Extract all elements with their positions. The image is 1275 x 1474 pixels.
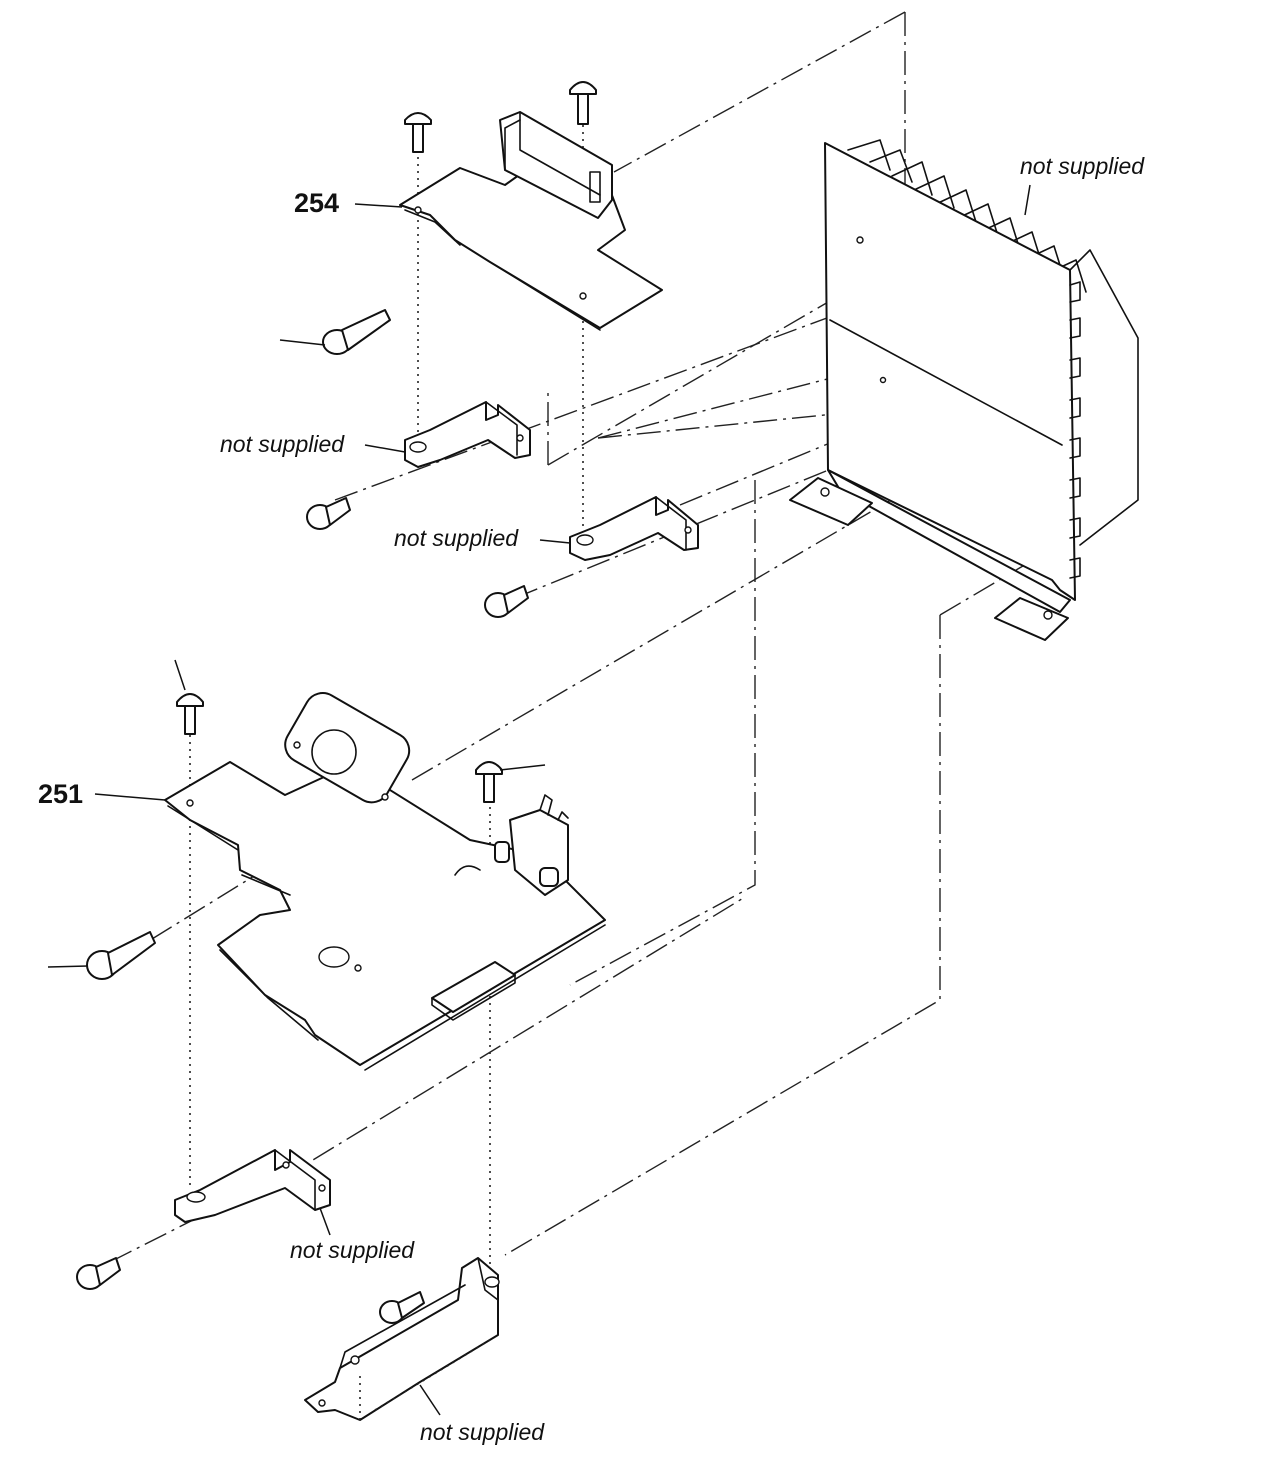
- bracket-upper-left: [404, 401, 531, 468]
- note-bracket-upper-mid: not supplied: [394, 525, 519, 551]
- screw-icon: [76, 1257, 121, 1290]
- heatsink-chassis: [789, 139, 1139, 641]
- board-254: [399, 111, 663, 331]
- screw-icon: [176, 693, 204, 735]
- screw-icon: [404, 112, 432, 153]
- bracket-bottom: [304, 1257, 500, 1421]
- bracket-upper-mid: [569, 496, 699, 561]
- screws-lower: [86, 693, 503, 980]
- note-bracket-upper-left: not supplied: [220, 431, 345, 457]
- screws-upper: [322, 81, 597, 355]
- note-bracket-bottom: not supplied: [420, 1419, 545, 1445]
- screw-icon: [306, 497, 351, 530]
- screws-bracket-upper: [306, 497, 529, 618]
- screw-icon: [86, 931, 156, 980]
- screw-icon: [484, 585, 529, 618]
- callout-254: 254: [294, 188, 339, 218]
- leader-lines: [47, 184, 1031, 1416]
- callout-251: 251: [38, 779, 83, 809]
- screw-axes: [189, 125, 584, 1275]
- board-251: [164, 692, 606, 1071]
- screw-icon: [322, 309, 391, 355]
- screw-icon: [379, 1291, 425, 1324]
- note-bracket-lower-left: not supplied: [290, 1237, 415, 1263]
- screw-icon: [475, 761, 503, 803]
- bracket-lower-left: [174, 1149, 331, 1223]
- note-heatsink: not supplied: [1020, 153, 1145, 179]
- screw-icon: [569, 81, 597, 125]
